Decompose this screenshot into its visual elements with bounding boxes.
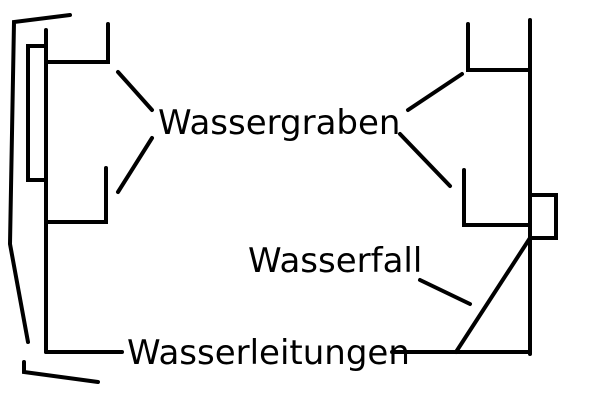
left-lower-moat [44,166,108,224]
waterfall-slope [454,236,532,354]
left-upper-moat [44,22,110,64]
moat-pointers [116,70,464,194]
left-outer-frame [7,13,72,344]
moat-pointer-right-upper [406,72,464,112]
right-box [528,193,558,240]
moat-label: Wassergraben [158,103,400,143]
waterfall-pointer [418,278,472,306]
moat-pointer-left-upper [116,70,154,112]
right-upper-moat [466,22,532,72]
right-structure [454,18,558,356]
moat-pointer-left-lower [116,136,154,194]
pipes-label: Wasserleitungen [127,333,410,373]
waterfall-label: Wasserfall [248,241,422,281]
left-structure [7,13,110,384]
moat-pointer-right-lower [398,132,452,188]
left-bottom-curve [22,360,100,384]
left-panel [26,44,46,182]
right-lower-moat [462,168,532,227]
